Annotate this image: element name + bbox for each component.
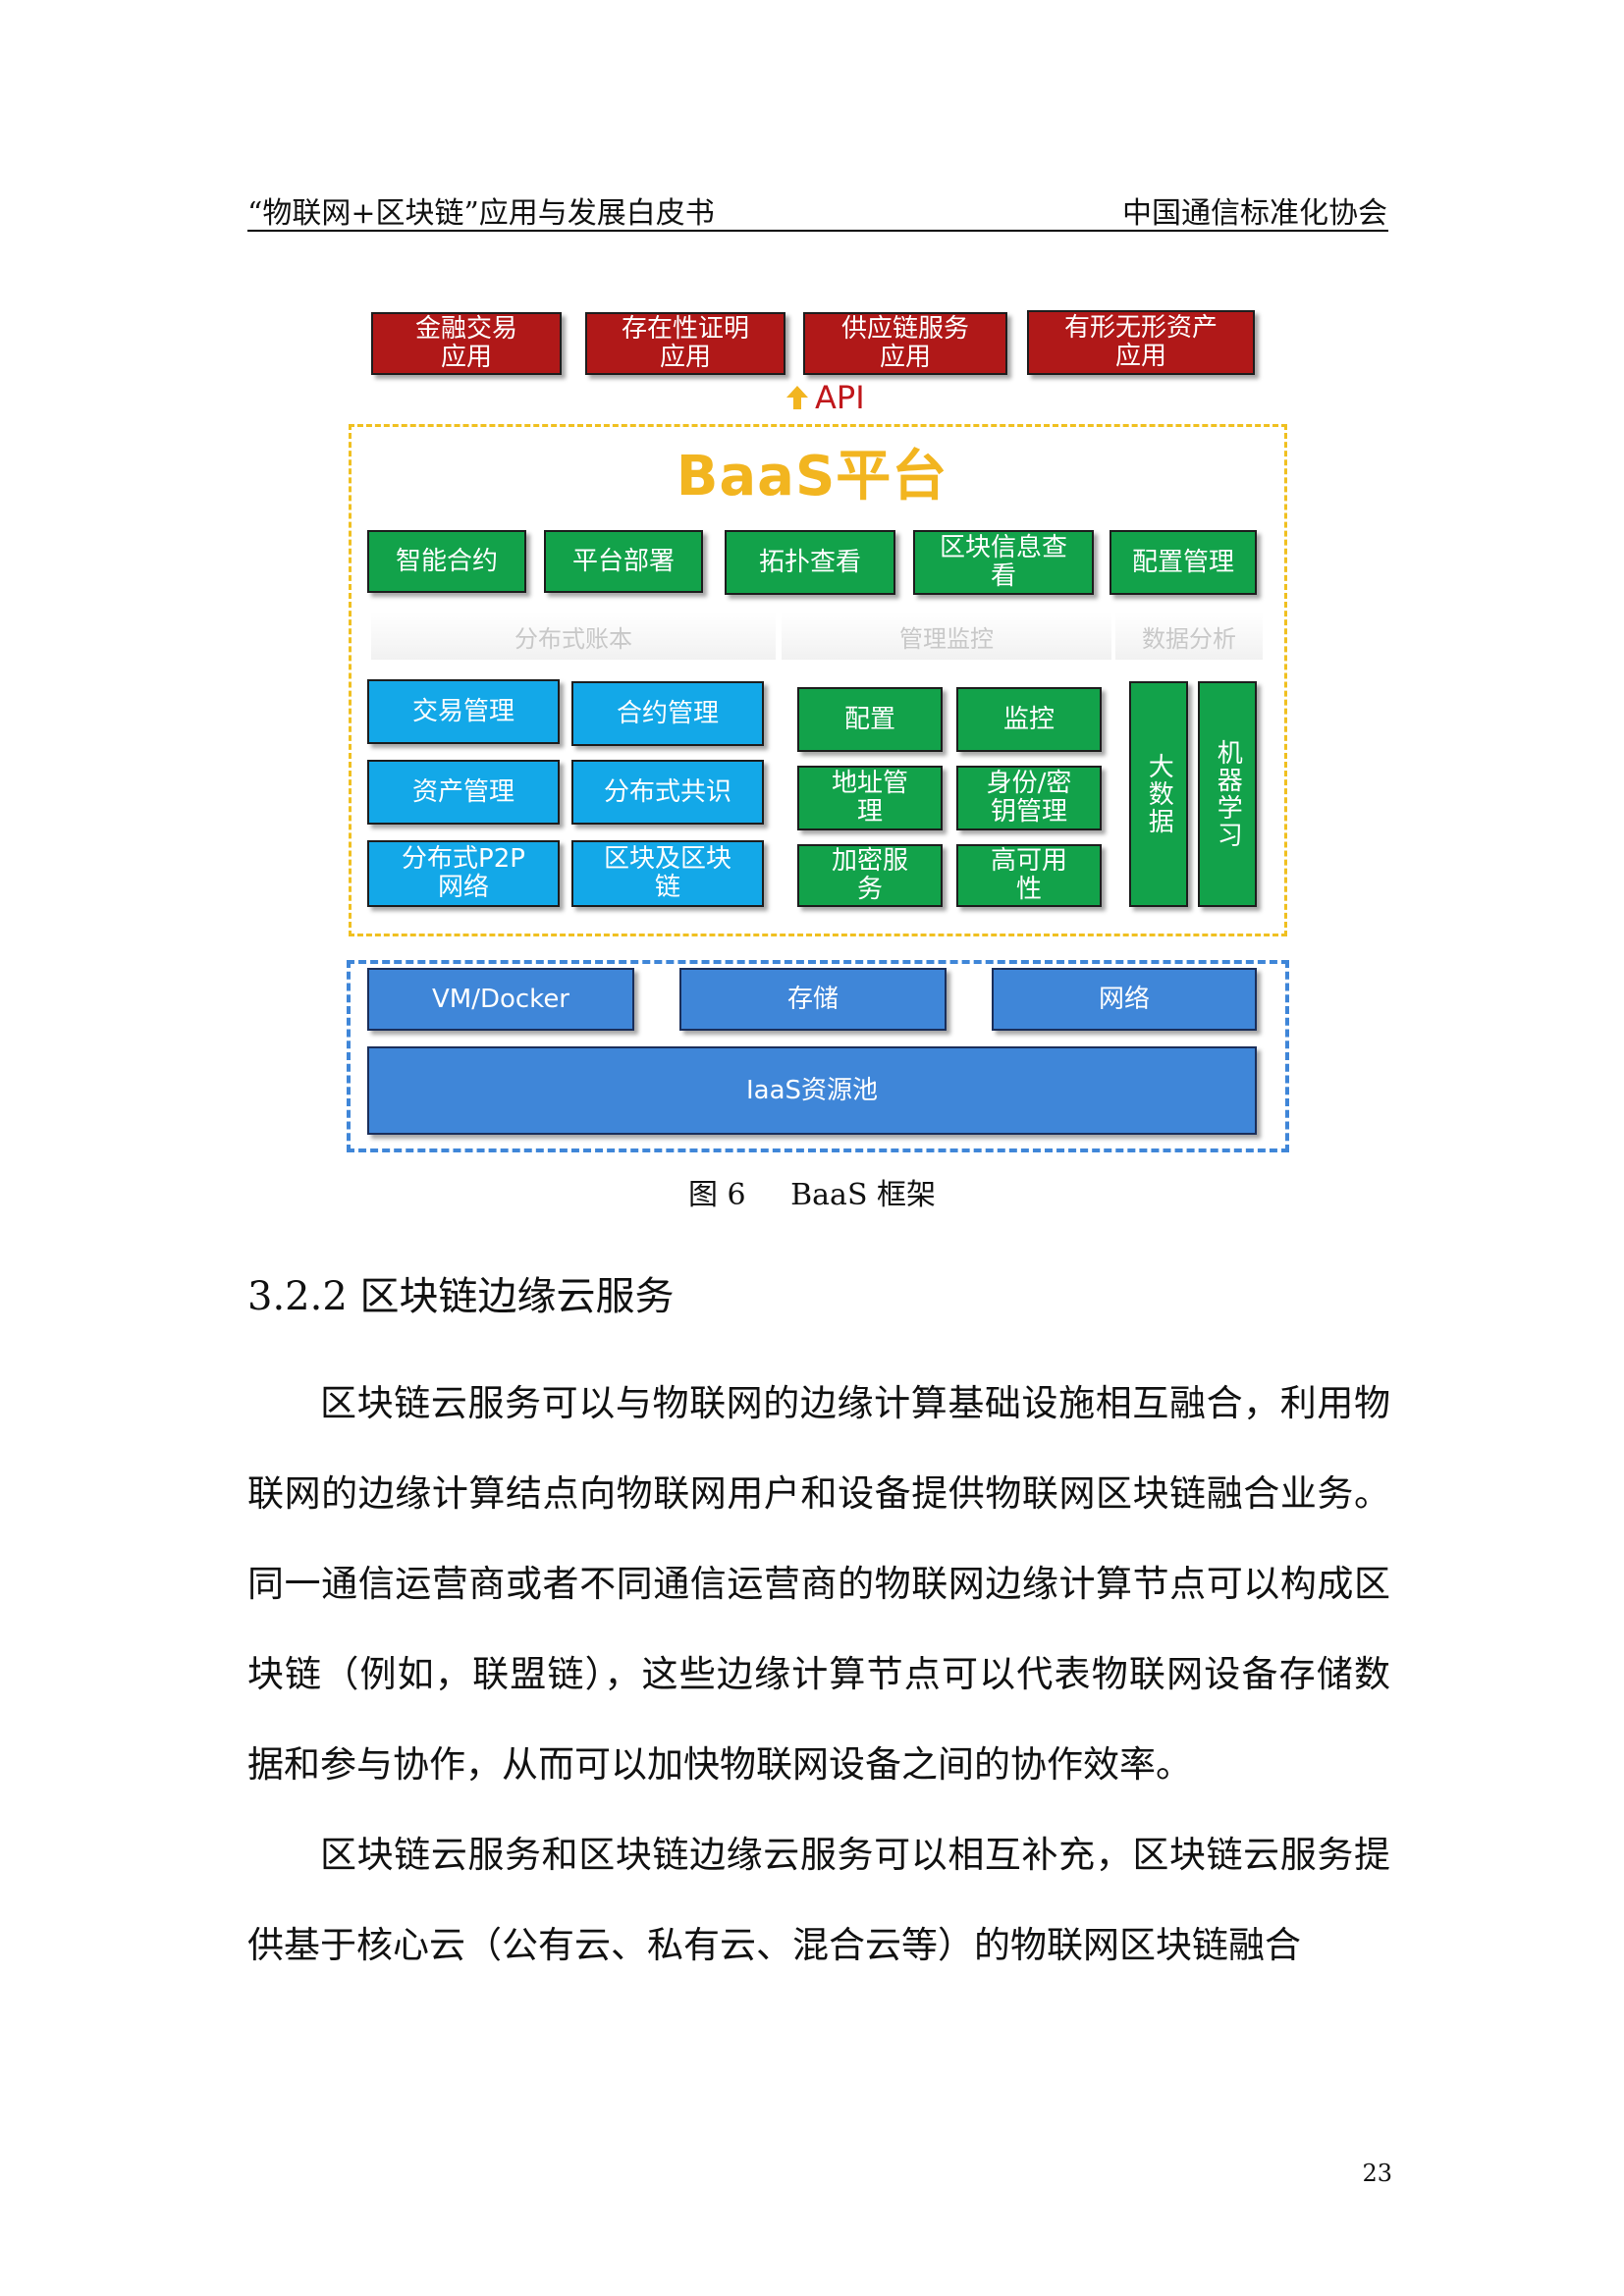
mgmt-config: 配置 [797,687,943,752]
ledger-contract-mgmt: 合约管理 [571,681,764,746]
mgmt-high-availability: 高可用 性 [956,844,1102,907]
figure-number: 图 6 [687,1178,746,1212]
category-distributed-ledger: 分布式账本 [371,613,776,660]
baas-platform-title: BaaS平台 [676,445,948,508]
module-smart-contract: 智能合约 [367,530,526,593]
category-data-analysis: 数据分析 [1115,613,1263,660]
ledger-p2p: 分布式P2P 网络 [367,840,560,907]
iaas-network: 网络 [992,968,1257,1031]
api-label: API [785,379,865,416]
mgmt-encryption: 加密服 务 [797,844,943,907]
section-heading: 3.2.2 区块链边缘云服务 [247,1274,675,1319]
ledger-asset-mgmt: 资产管理 [367,760,560,825]
category-mgmt-monitor: 管理监控 [782,613,1111,660]
ledger-consensus: 分布式共识 [571,760,764,825]
module-block-info: 区块信息查 看 [913,530,1094,595]
mgmt-address: 地址管 理 [797,766,943,830]
analytics-big-data: 大数据 [1129,681,1188,907]
analytics-machine-learning: 机器学习 [1198,681,1257,907]
header-rule [247,230,1388,232]
page-number: 23 [1362,2160,1392,2187]
app-box-existence-proof: 存在性证明 应用 [585,312,785,375]
paragraph-2-text: 区块链云服务和区块链边缘云服务可以相互补充，区块链云服务提供基于核心云（公有云、… [247,1834,1390,1966]
iaas-vm-docker: VM/Docker [367,968,634,1031]
figure-title: BaaS 框架 [790,1178,937,1212]
mgmt-identity-key: 身份/密 钥管理 [956,766,1102,830]
iaas-frame [347,960,1289,1152]
mgmt-monitor: 监控 [956,687,1102,752]
ledger-blocks: 区块及区块 链 [571,840,764,907]
page-header-left: “物联网+区块链”应用与发展白皮书 [247,196,715,231]
app-box-assets: 有形无形资产 应用 [1027,310,1255,375]
page-header-right: 中国通信标准化协会 [1122,196,1387,231]
up-arrow-icon [786,386,808,409]
baas-framework-figure: 金融交易 应用 存在性证明 应用 供应链服务 应用 有形无形资产 应用 API … [347,310,1289,1152]
iaas-resource-pool: IaaS资源池 [367,1046,1257,1135]
module-config-mgmt: 配置管理 [1110,530,1257,595]
figure-caption: 图 6 BaaS 框架 [0,1170,1624,1213]
baas-platform-frame [349,424,1287,936]
module-platform-deploy: 平台部署 [544,530,703,593]
paragraph-2: 区块链云服务和区块链边缘云服务可以相互补充，区块链云服务提供基于核心云（公有云、… [247,1810,1390,1991]
module-topology: 拓扑查看 [725,530,895,595]
ledger-tx-mgmt: 交易管理 [367,679,560,744]
paragraph-1: 区块链云服务可以与物联网的边缘计算基础设施相互融合，利用物联网的边缘计算结点向物… [247,1359,1390,1810]
app-box-finance: 金融交易 应用 [371,312,562,375]
api-text: API [815,379,865,416]
app-box-supply-chain: 供应链服务 应用 [803,312,1007,375]
iaas-storage: 存储 [679,968,947,1031]
paragraph-1-text: 区块链云服务可以与物联网的边缘计算基础设施相互融合，利用物联网的边缘计算结点向物… [247,1382,1390,1786]
